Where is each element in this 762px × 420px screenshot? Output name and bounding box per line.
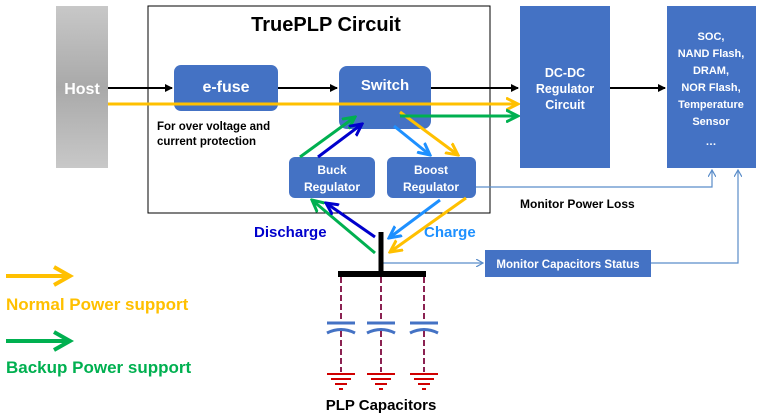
- efuse-block: [174, 65, 278, 111]
- monitor-power-loss-label: Monitor Power Loss: [520, 197, 635, 211]
- charge-switch-to-boost-arrow: [393, 124, 430, 155]
- monitor-capacitors-block: [485, 250, 651, 277]
- load-item: SOC,: [698, 31, 725, 43]
- discharge-label: Discharge: [254, 224, 327, 241]
- discharge-buck-to-switch-arrow: [317, 124, 362, 159]
- buck-label-line2: Regulator: [304, 180, 360, 194]
- plp-capacitor-3: [409, 277, 439, 390]
- load-item: NOR Flash,: [681, 82, 740, 94]
- load-item: Temperature: [678, 99, 744, 111]
- plp-capacitor-2: [366, 277, 396, 390]
- efuse-label: e-fuse: [202, 79, 249, 96]
- ground-symbol: [327, 373, 355, 390]
- dcdc-label-line3: Circuit: [545, 98, 585, 112]
- host-block: [56, 6, 108, 168]
- buck-label-line1: Buck: [317, 163, 347, 177]
- normal-power-to-boost-arrow: [399, 110, 458, 155]
- backup-buck-to-switch-arrow: [299, 117, 355, 159]
- plp-capacitor-1: [326, 277, 356, 390]
- dcdc-regulator-block: [520, 6, 610, 168]
- trueplp-frame: [147, 5, 491, 214]
- buck-regulator-block: [289, 157, 375, 198]
- discharge-path: [317, 124, 376, 239]
- switch-label: Switch: [361, 77, 409, 94]
- boost-regulator-block: [387, 157, 476, 198]
- host-label: Host: [64, 81, 100, 98]
- legend-normal-label: Normal Power support: [6, 295, 189, 314]
- dcdc-label-line1: DC-DC: [545, 66, 585, 80]
- boost-label-line1: Boost: [414, 163, 448, 177]
- ground-symbol: [410, 373, 438, 390]
- boost-label-line2: Regulator: [403, 180, 459, 194]
- capacitor-bus: [338, 232, 426, 277]
- legend-backup-label: Backup Power support: [6, 358, 191, 377]
- load-item: DRAM,: [693, 65, 729, 77]
- discharge-capacitors-to-buck-arrow: [326, 203, 376, 239]
- efuse-note-line1: For over voltage and: [157, 121, 270, 133]
- charge-boost-to-capacitors-arrow: [389, 198, 441, 238]
- monitor-capacitors-label: Monitor Capacitors Status: [496, 259, 639, 271]
- backup-power-path: [299, 116, 518, 255]
- monitor-capacitors-to-loads-line: [651, 170, 738, 264]
- backup-capacitors-to-buck-arrow: [312, 200, 376, 255]
- load-item: Sensor: [692, 116, 730, 128]
- charge-path: [389, 124, 441, 238]
- monitor-lines: [383, 170, 738, 263]
- legend: Normal Power support Backup Power suppor…: [6, 276, 191, 377]
- load-item: …: [706, 136, 717, 148]
- normal-power-path: [108, 104, 518, 252]
- charge-label: Charge: [424, 224, 476, 241]
- dcdc-label-line2: Regulator: [536, 82, 594, 96]
- diagram-title: TruePLP Circuit: [251, 14, 401, 36]
- ground-symbol: [367, 373, 395, 390]
- switch-block: [339, 66, 431, 129]
- loads-list: SOC, NAND Flash, DRAM, NOR Flash, Temper…: [678, 31, 745, 148]
- normal-power-to-capacitors-arrow: [390, 196, 467, 252]
- plp-capacitors-label: PLP Capacitors: [326, 397, 437, 414]
- efuse-note-line2: current protection: [157, 136, 256, 148]
- loads-block: [667, 6, 756, 168]
- load-item: NAND Flash,: [678, 48, 745, 60]
- monitor-power-loss-line: [476, 170, 712, 188]
